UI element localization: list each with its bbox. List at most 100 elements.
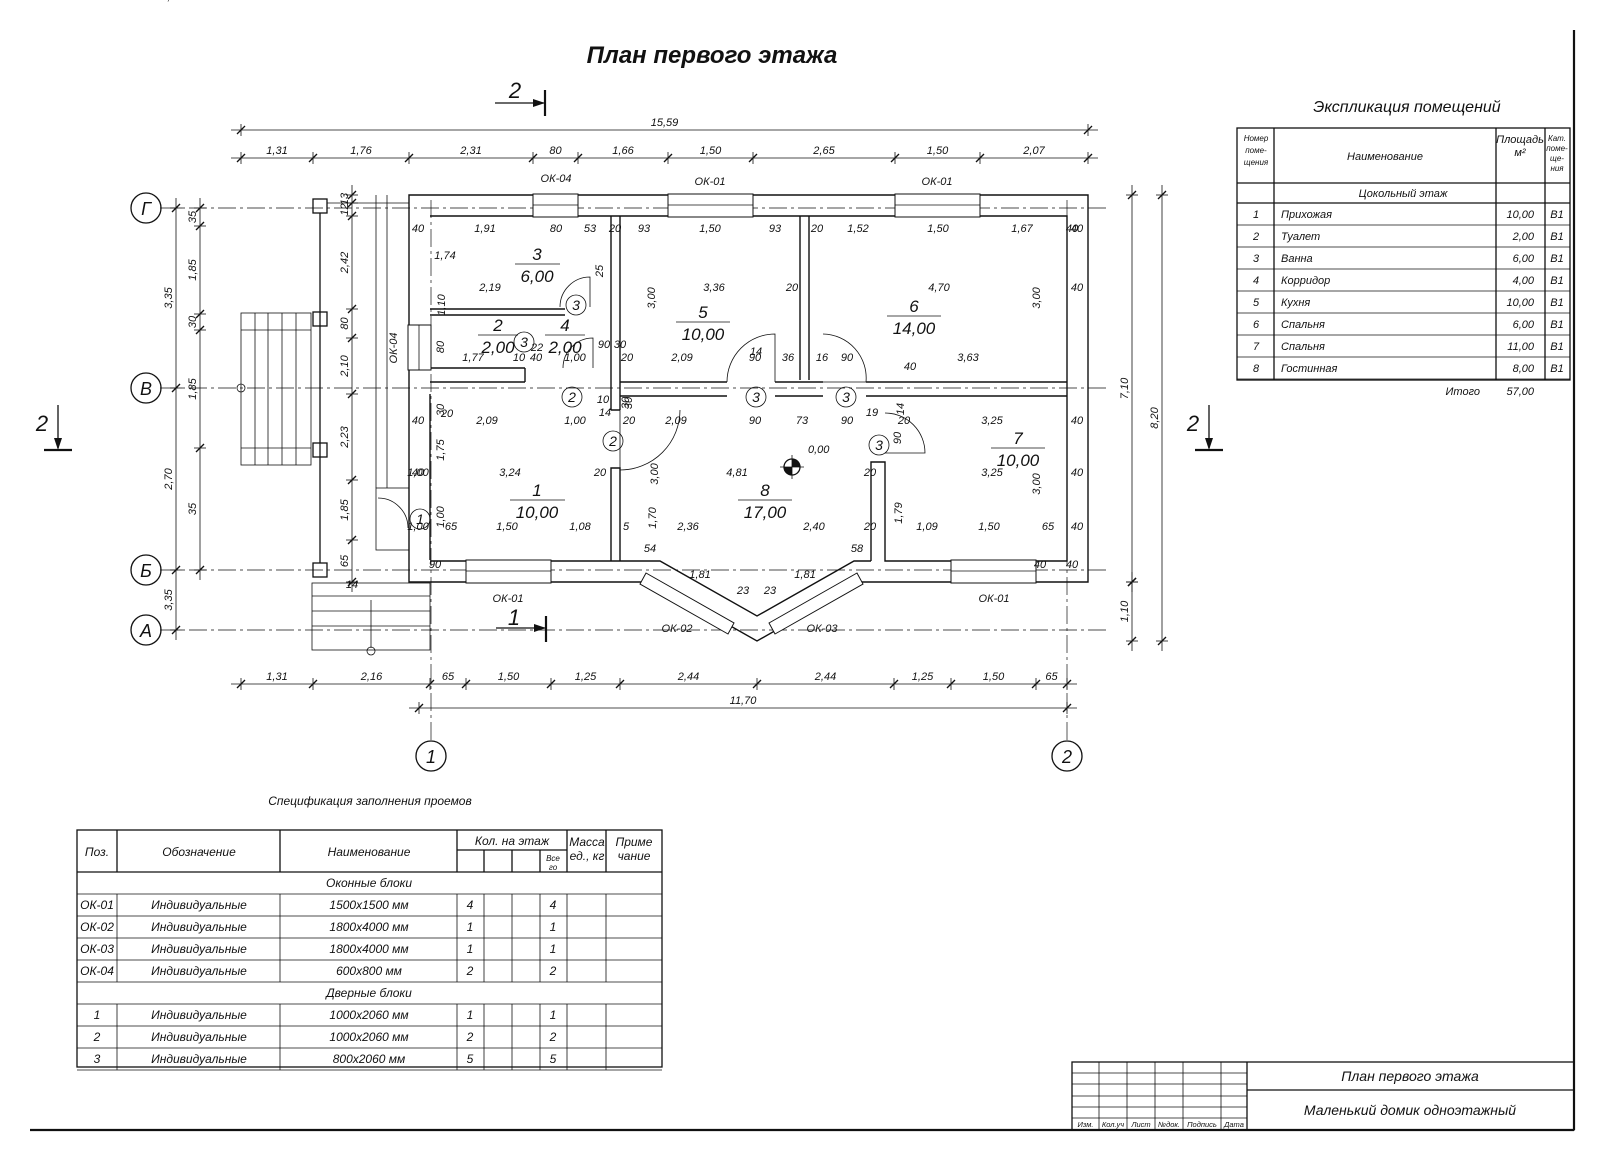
- svg-text:поме-: поме-: [1546, 144, 1568, 153]
- inner-dimension-label: 90: [749, 352, 762, 364]
- inner-dimension-label: 1,75: [435, 438, 447, 460]
- svg-text:ния: ния: [1550, 164, 1564, 173]
- expl-room-category: В1: [1550, 297, 1563, 309]
- svg-text:3: 3: [532, 245, 542, 264]
- inner-dimension-label: 40: [1071, 415, 1084, 427]
- dimension-label: 2,16: [360, 671, 383, 683]
- inner-dimension-label: 1,50: [927, 223, 949, 235]
- inner-dimension-label: 40: [1066, 223, 1079, 235]
- dimension-label: 1,50: [498, 671, 520, 683]
- dimension-label: 1,25: [575, 671, 597, 683]
- inner-dimension-label: 3,24: [499, 467, 520, 479]
- svg-text:ед., кг: ед., кг: [570, 849, 605, 863]
- svg-text:Б: Б: [140, 561, 152, 581]
- inner-dimension-label: 14: [346, 579, 358, 591]
- inner-dimension-label: 40: [412, 223, 425, 235]
- right-dim-3: 1,10: [1119, 572, 1138, 651]
- inner-dimension-label: 1,10: [436, 293, 448, 315]
- dimension-label: 1,31: [266, 671, 287, 683]
- spec-total: 4: [550, 898, 557, 912]
- svg-text:Обозначение: Обозначение: [162, 845, 236, 859]
- spec-qty: 1: [467, 1008, 474, 1022]
- spec-total: 5: [550, 1052, 557, 1066]
- spec-designation: Индивидуальные: [151, 942, 247, 956]
- inner-dimension-label: 40: [1071, 521, 1084, 533]
- spec-pos: ОК-02: [80, 920, 114, 934]
- spec-designation: Индивидуальные: [151, 920, 247, 934]
- spec-table: Спецификация заполнения проемов Поз. Обо…: [76, 794, 663, 1071]
- title-block-col-label: Подпись: [1187, 1120, 1217, 1129]
- inner-dimension-label: 1,00: [435, 505, 447, 527]
- window-ok01-top-2: [894, 193, 981, 218]
- inner-dimension-label: 4,70: [928, 282, 950, 294]
- svg-text:3: 3: [752, 389, 760, 405]
- inner-dimension-label: 2,40: [802, 521, 825, 533]
- spec-total: 1: [550, 942, 557, 956]
- svg-text:В: В: [140, 379, 152, 399]
- svg-text:Приме: Приме: [616, 835, 653, 849]
- room-5: 510,00: [676, 303, 730, 344]
- svg-text:17,00: 17,00: [744, 503, 787, 522]
- svg-text:ОК-01: ОК-01: [979, 593, 1010, 605]
- dimension-label: 12: [339, 203, 351, 215]
- bottom-overall-dim: 11,70: [409, 695, 1077, 714]
- svg-text:А: А: [139, 621, 152, 641]
- dimension-label: 2,10: [339, 354, 351, 377]
- expl-room-area: 10,00: [1506, 297, 1534, 309]
- window-labels: ОК-04 ОК-01 ОК-01 ОК-04 ОК-01 ОК-02 ОК-0…: [388, 173, 1009, 635]
- svg-text:6,00: 6,00: [520, 267, 554, 286]
- svg-text:2: 2: [508, 78, 521, 103]
- dimension-label: 1,50: [927, 145, 949, 157]
- spec-designation: Индивидуальные: [151, 1052, 247, 1066]
- page-title: План первого этажа: [587, 42, 838, 69]
- left-outer-dim: 3,352,703,351,10: [161, 0, 184, 640]
- spec-pos: ОК-03: [80, 942, 114, 956]
- section-marks: 2 2 2 1: [35, 78, 1223, 642]
- spec-pos: 3: [94, 1052, 101, 1066]
- svg-text:2: 2: [492, 316, 503, 335]
- expl-room-name: Туалет: [1281, 231, 1320, 243]
- title-block-col-label: Дата: [1223, 1120, 1244, 1129]
- title-block-col-label: Лист: [1130, 1120, 1150, 1129]
- inner-dimension-label: 1,08: [569, 521, 591, 533]
- inner-dimension-label: 1,50: [496, 521, 518, 533]
- inner-dimension-label: 1,00: [564, 415, 586, 427]
- svg-text:ОК-02: ОК-02: [662, 623, 693, 635]
- svg-text:10,00: 10,00: [516, 503, 559, 522]
- expl-room-category: В1: [1550, 231, 1563, 243]
- expl-room-area: 10,00: [1506, 209, 1534, 221]
- spec-designation: Индивидуальные: [151, 964, 247, 978]
- expl-room-area: 6,00: [1513, 319, 1535, 331]
- spec-pos: 1: [94, 1008, 101, 1022]
- spec-qty: 2: [466, 964, 474, 978]
- svg-text:ОК-01: ОК-01: [493, 593, 524, 605]
- spec-section-title: Дверные блоки: [324, 986, 412, 1000]
- inner-dimension-label: 30: [614, 339, 627, 351]
- expl-room-area: 8,00: [1513, 363, 1535, 375]
- inner-dimension-label: 25: [594, 264, 606, 278]
- svg-text:1: 1: [416, 511, 424, 527]
- dimension-label: 13: [339, 192, 351, 205]
- inner-dimension-label: 1,52: [847, 223, 868, 235]
- svg-text:57,00: 57,00: [1506, 386, 1534, 398]
- spec-designation: Индивидуальные: [151, 1030, 247, 1044]
- expl-room-category: В1: [1550, 253, 1563, 265]
- expl-room-number: 2: [1252, 231, 1259, 243]
- section-mark-bottom: 1: [496, 605, 548, 642]
- svg-text:Кол. на этаж: Кол. на этаж: [475, 834, 550, 848]
- spec-name: 800х2060 мм: [333, 1052, 406, 1066]
- svg-text:1: 1: [426, 747, 436, 767]
- inner-dimension-label: 65: [1042, 521, 1055, 533]
- window-ok01-top-1: [667, 193, 754, 218]
- expl-room-category: В1: [1550, 363, 1563, 375]
- room-3: 36,00: [515, 245, 560, 286]
- inner-dimension-label: 20: [785, 282, 799, 294]
- svg-text:Номер: Номер: [1244, 134, 1269, 143]
- dimension-label: 1,85: [187, 258, 199, 280]
- inner-dimension-label: 10: [597, 394, 610, 406]
